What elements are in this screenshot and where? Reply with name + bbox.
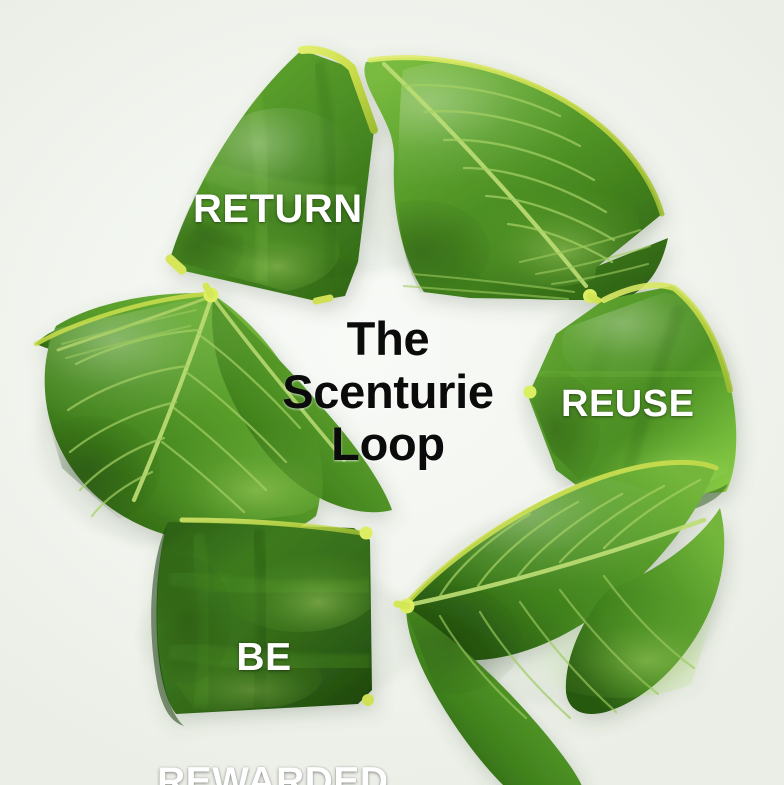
- be-rewarded-arrow: [33, 282, 392, 726]
- be-rewarded-band-panel: [151, 517, 374, 726]
- return-band-panel: [165, 45, 378, 305]
- return-arrow: [165, 45, 668, 306]
- reuse-arrow-leaf-head: [393, 459, 725, 785]
- reuse-arrow: [393, 282, 737, 785]
- be-rewarded-arrow-leaf-head: [33, 282, 392, 543]
- return-arrow-leaf-head: [364, 55, 668, 306]
